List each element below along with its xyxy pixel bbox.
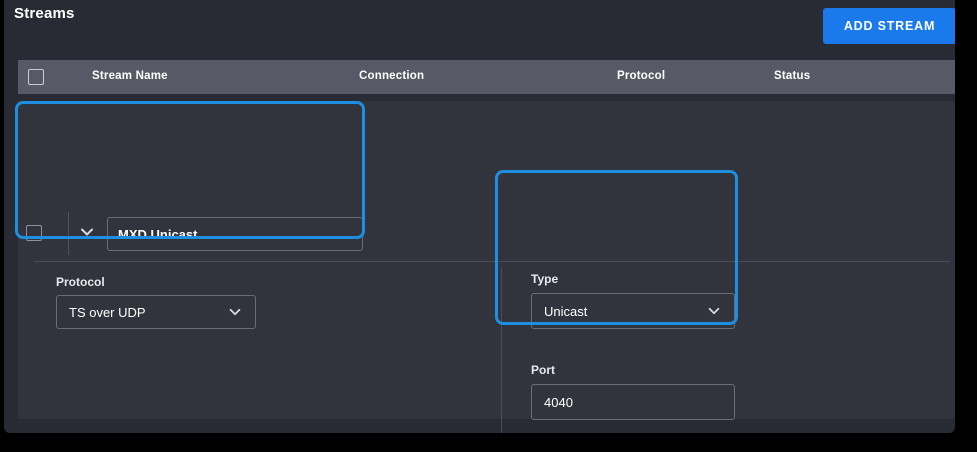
type-select-value: Unicast [544,303,588,319]
type-select[interactable]: Unicast [531,293,735,329]
page-header: Streams ADD STREAM [4,0,955,58]
row-divider [68,212,69,255]
type-label: Type [531,272,559,286]
select-all-checkbox[interactable] [28,69,44,85]
port-label: Port [531,363,555,377]
chevron-down-icon[interactable] [78,223,96,241]
add-stream-button[interactable]: ADD STREAM [823,8,955,44]
row-select-checkbox[interactable] [26,225,42,241]
chevron-down-icon [706,303,722,319]
port-input[interactable] [531,384,735,420]
protocol-select[interactable]: TS over UDP [56,295,256,329]
stream-name-input[interactable] [107,217,363,251]
protocol-label: Protocol [56,275,105,289]
column-header-protocol: Protocol [617,70,666,82]
column-divider [501,267,502,433]
protocol-select-value: TS over UDP [69,304,146,320]
stream-row-expanded: Protocol TS over UDP Type Unicast Port C… [18,101,955,433]
table-header-row: Stream Name Connection Protocol Status [18,60,955,94]
section-divider [34,261,950,262]
column-header-connection: Connection [359,70,425,82]
column-header-stream-name: Stream Name [92,70,168,82]
column-header-status: Status [774,70,811,82]
chevron-down-icon [227,304,243,320]
page-title: Streams [14,5,75,22]
streams-window: Streams ADD STREAM Stream Name Connectio… [4,0,955,433]
